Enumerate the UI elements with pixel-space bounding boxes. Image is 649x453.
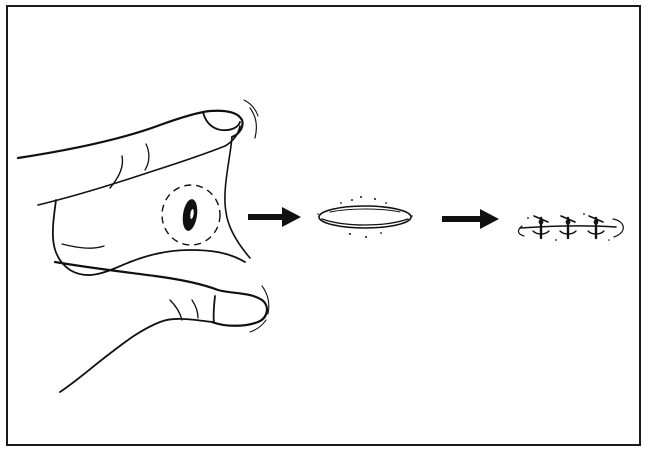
upper-finger (18, 100, 258, 205)
arrow-1 (248, 207, 301, 227)
wound-texture-dots (317, 196, 413, 238)
lesion-spot (181, 198, 199, 232)
lower-finger (55, 262, 269, 392)
skin-fold (53, 137, 250, 275)
fingers-pinching-skin-icon (18, 100, 269, 392)
lesion (162, 185, 220, 245)
sutures-icon (518, 213, 623, 241)
arrow-2 (442, 209, 499, 229)
elliptical-wound-icon (317, 196, 413, 238)
suture-knot (560, 216, 576, 238)
